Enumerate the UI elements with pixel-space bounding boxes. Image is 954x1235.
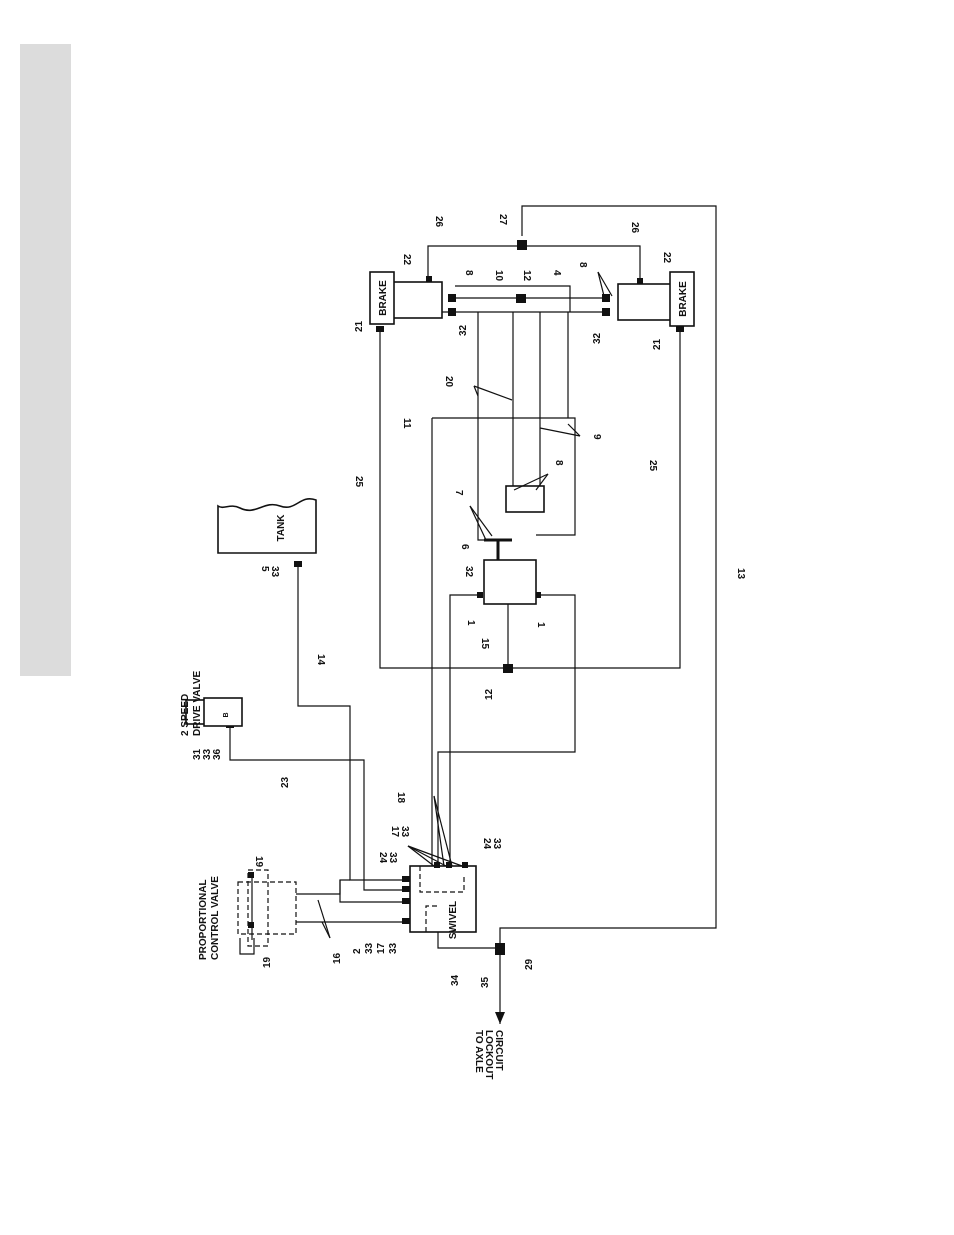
callout-1: 1 (535, 622, 546, 628)
tee-fitting-27 (517, 240, 527, 250)
callout-23: 23 (280, 776, 291, 788)
tee-fitting-12b (503, 664, 513, 673)
callout-15: 15 (479, 638, 490, 650)
callout-12: 12 (521, 270, 532, 282)
callout-21: 21 (354, 320, 365, 332)
brake-top-housing (390, 282, 442, 318)
two-speed-valve-body (204, 698, 242, 726)
callout-19: 19 (262, 956, 273, 968)
distribution-block (506, 486, 544, 512)
callout-10: 10 (493, 270, 504, 282)
tee-fitting-12 (516, 294, 526, 303)
callout-21: 21 (652, 338, 663, 350)
callout-25: 25 (353, 476, 364, 488)
caption-axle-1: TO AXLE (473, 1030, 484, 1073)
callout-8: 8 (553, 460, 564, 466)
proportional-control-valve (238, 870, 296, 954)
callout-32: 32 (463, 566, 474, 578)
callout-33: 33 (491, 838, 502, 850)
callout-14: 14 (315, 654, 326, 666)
callout-25: 25 (647, 460, 658, 472)
swivel-assembly: SWIVEL (402, 862, 476, 939)
callout-18: 18 (395, 792, 406, 804)
callout-36: 36 (212, 748, 223, 760)
swivel-label: SWIVEL (448, 901, 459, 939)
callout-7: 7 (453, 490, 464, 496)
callout-27: 27 (497, 214, 508, 226)
caption-prop-1: PROPORTIONAL (198, 879, 209, 960)
callout-4: 4 (551, 270, 562, 276)
callout-17: 17 (376, 942, 387, 954)
caption-prop-2: CONTROL VALVE (210, 876, 221, 960)
callout-22: 22 (661, 252, 672, 264)
callout-13: 13 (735, 568, 746, 580)
callout-1: 1 (465, 620, 476, 626)
callout-33: 33 (387, 852, 398, 864)
brake-top-label: BRAKE (378, 280, 389, 316)
tank-assembly: TANK (218, 499, 316, 553)
callout-5: 5 (259, 566, 270, 572)
callout-35: 35 (480, 976, 491, 988)
callout-19: 19 (253, 856, 264, 868)
fittings (226, 240, 684, 955)
callout-17: 17 (389, 826, 400, 838)
tank-label: TANK (276, 514, 287, 542)
callout-20: 20 (443, 376, 454, 388)
caption-two-speed-2: DRIVE VALVE (192, 670, 203, 736)
caption-axle-3: CIRCUIT (493, 1030, 504, 1071)
callout-9: 9 (591, 434, 602, 440)
brake-bottom-label: BRAKE (678, 281, 689, 317)
drive-motor (484, 560, 536, 604)
caption-two-speed-1: 2 SPEED (180, 694, 191, 736)
callout-8: 8 (463, 270, 474, 276)
callout-26: 26 (629, 222, 640, 234)
arrow-down-icon (495, 1012, 505, 1024)
brake-bottom-assembly: BRAKE (618, 272, 694, 326)
caption-axle-2: LOCKOUT (483, 1030, 494, 1079)
callout-11: 11 (401, 418, 412, 429)
callout-2: 2 (352, 948, 363, 954)
callout-6: 6 (459, 544, 470, 550)
tank-body (218, 499, 316, 553)
callout-33: 33 (364, 942, 375, 954)
callout-29: 29 (524, 958, 535, 970)
callout-32: 32 (592, 332, 603, 344)
callout-33: 33 (269, 566, 280, 578)
callout-26: 26 (433, 216, 444, 228)
brake-bottom-housing (618, 284, 672, 320)
valve-mark: B (223, 712, 230, 717)
callout-8: 8 (577, 262, 588, 268)
callout-34: 34 (450, 974, 461, 986)
callout-32: 32 (458, 324, 469, 336)
callout-33: 33 (399, 826, 410, 838)
callout-16: 16 (332, 952, 343, 964)
callout-12: 12 (484, 688, 495, 700)
callout-33: 33 (388, 942, 399, 954)
callout-22: 22 (401, 254, 412, 266)
callout-24: 24 (481, 838, 492, 850)
callout-24: 24 (377, 852, 388, 864)
tee-fitting-29 (495, 943, 505, 955)
